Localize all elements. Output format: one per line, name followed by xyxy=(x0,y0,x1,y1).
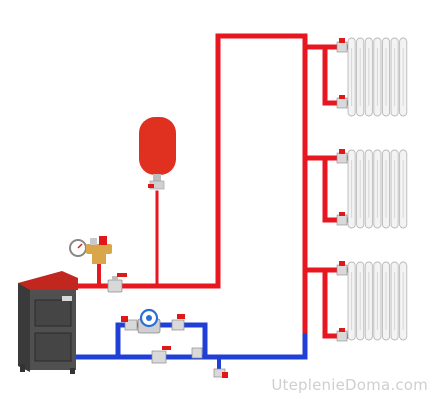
radiator-2-outflow xyxy=(322,155,349,223)
safety-manifold-body xyxy=(92,252,106,264)
supply-pipes xyxy=(67,33,349,339)
circulation-pump-icon xyxy=(137,308,161,334)
boiler-door-lower xyxy=(34,332,72,362)
supply-distribution-riser-lower xyxy=(302,155,328,273)
radiator-valves xyxy=(336,38,348,342)
watermark: UteplenieDoma.com xyxy=(271,376,428,394)
return-pipes xyxy=(73,322,308,360)
safety-group-icon xyxy=(69,236,112,264)
boiler-badge xyxy=(62,296,72,301)
pump-valve-right-icon xyxy=(171,314,185,331)
radiators xyxy=(347,37,408,341)
tank-valve-handle xyxy=(148,184,154,188)
supply-distribution-riser xyxy=(302,44,328,161)
valve-icon xyxy=(336,95,348,109)
tank-body xyxy=(139,117,176,175)
boiler-supply-valve-icon xyxy=(107,273,127,293)
tank-neck xyxy=(153,174,161,183)
valve-icon xyxy=(336,212,348,226)
supply-main-riser xyxy=(67,33,328,289)
return-check-valve-icon xyxy=(191,347,203,359)
safety-manifold xyxy=(86,244,112,254)
boiler-side xyxy=(18,283,30,372)
boiler-door-upper xyxy=(34,299,72,327)
radiator-icon xyxy=(347,261,408,341)
filter-icon xyxy=(121,316,138,331)
valve-icon xyxy=(336,261,348,276)
drain-valve-icon xyxy=(213,357,228,378)
radiator-icon xyxy=(347,37,408,117)
bypass-valve-icon xyxy=(151,346,171,364)
pump-bypass-loop xyxy=(115,322,208,360)
boiler-leg-left xyxy=(20,364,25,372)
return-main xyxy=(73,333,308,360)
air-vent-cap xyxy=(90,238,97,245)
expansion-tank-icon xyxy=(139,117,176,190)
radiator-1-outflow xyxy=(322,44,349,106)
pressure-gauge-needle xyxy=(77,243,83,249)
valve-icon xyxy=(336,38,348,53)
boiler-leg-right xyxy=(70,368,75,374)
solid-fuel-boiler-icon xyxy=(18,271,78,374)
safety-valve-cap xyxy=(99,236,107,245)
boiler-top xyxy=(18,271,78,295)
radiator-3-outflow xyxy=(322,267,349,339)
valve-icon xyxy=(336,149,348,164)
valve-icon xyxy=(336,328,348,342)
radiator-icon xyxy=(347,149,408,229)
